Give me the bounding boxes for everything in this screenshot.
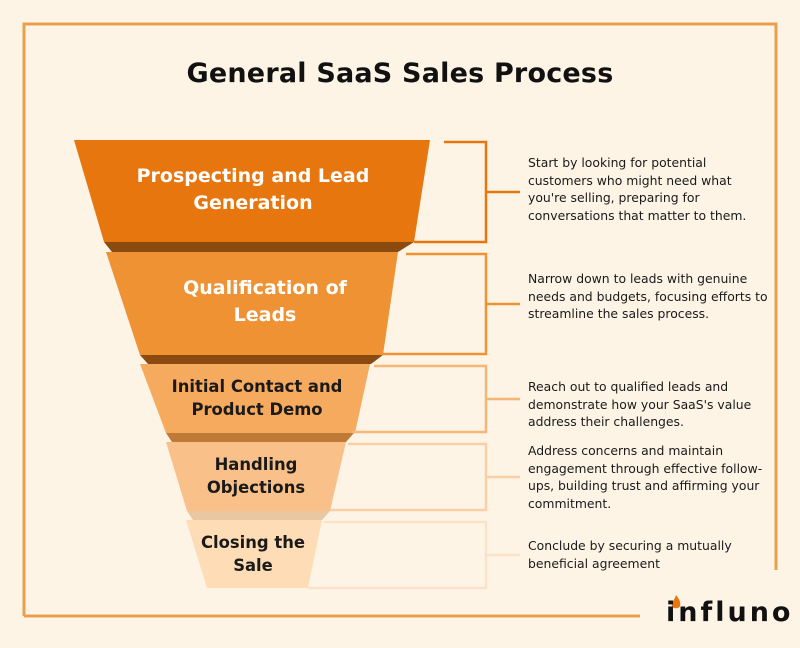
- stage-description-3: Reach out to qualified leads and demonst…: [528, 379, 752, 430]
- bracket-5: [308, 520, 488, 590]
- flame-icon: [671, 595, 681, 609]
- stage-label-5: Closing the Sale: [200, 532, 305, 575]
- funnel-stage-3: [140, 364, 370, 433]
- page-title: General SaaS Sales Process: [186, 58, 614, 89]
- funnel-band-shadow-3: [166, 433, 354, 442]
- stage-label-1: Prospecting and Lead Generation: [136, 165, 370, 214]
- funnel-stage-5: [186, 520, 322, 588]
- stage-label-4: Handling Objections: [206, 454, 306, 497]
- stage-description-1: Start by looking for potential customers…: [528, 155, 747, 223]
- stage-description-4: Address concerns and maintain engagement…: [528, 443, 763, 511]
- stage-label-2: Qualification of Leads: [183, 277, 347, 326]
- funnel-band-shadow-4: [187, 511, 330, 520]
- stage-description-2: Narrow down to leads with genuine needs …: [528, 271, 768, 322]
- funnel-band-shadow-2: [140, 355, 383, 364]
- bracket-2: [380, 252, 488, 356]
- funnel-stage-4: [166, 442, 346, 511]
- brand-logo: influno: [666, 597, 794, 628]
- funnel-stage-2: [106, 252, 398, 355]
- funnel-band-shadow-1: [104, 242, 414, 252]
- funnel-stage-1: [74, 140, 430, 242]
- bracket-3: [352, 364, 488, 434]
- stage-label-3: Initial Contact and Product Demo: [171, 376, 343, 419]
- stage-description-5: Conclude by securing a mutually benefici…: [528, 538, 732, 571]
- bracket-4: [330, 442, 488, 512]
